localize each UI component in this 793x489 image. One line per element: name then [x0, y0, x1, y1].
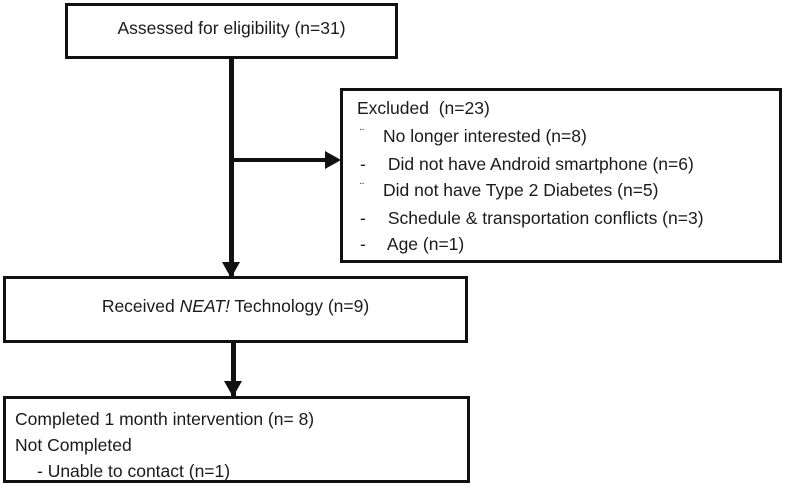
node-completed-line-1: Completed 1 month intervention (n= 8) — [15, 409, 315, 429]
arrowhead-down-icon — [224, 381, 242, 397]
list-item-label: Did not have Android smartphone (n=6) — [383, 153, 694, 174]
arrowhead-down-icon — [222, 262, 240, 278]
node-excluded-title: Excluded (n=23) — [357, 98, 490, 118]
node-received-technology: Received NEAT! Technology (n=9) — [3, 276, 468, 343]
list-item-label: Did not have Type 2 Diabetes (n=5) — [383, 179, 659, 200]
node-received-label: Received NEAT! Technology (n=9) — [6, 296, 465, 317]
node-completed-line-3: - Unable to contact (n=1) — [37, 461, 231, 481]
arrowhead-right-icon — [325, 151, 341, 169]
bullet-marker-icon: - — [360, 233, 366, 254]
node-completed-intervention: Completed 1 month intervention (n= 8) No… — [3, 396, 470, 483]
node-received-label-prefix: Received — [101, 296, 180, 316]
excluded-reasons-list: ¨ No longer interested (n=8) - Did not h… — [357, 123, 773, 257]
node-assessed-for-eligibility: Assessed for eligibility (n=31) — [65, 3, 398, 59]
bullet-marker-icon: - — [360, 153, 366, 174]
bullet-marker-icon: - — [360, 207, 366, 228]
node-excluded: Excluded (n=23) ¨ No longer interested (… — [340, 88, 782, 263]
node-assessed-label: Assessed for eligibility (n=31) — [117, 18, 346, 38]
list-item: - Schedule & transportation conflicts (n… — [357, 205, 773, 231]
bullet-marker-icon: ¨ — [360, 125, 364, 140]
edge-assessed-to-excluded — [232, 158, 332, 162]
list-item-label: Schedule & transportation conflicts (n=3… — [383, 207, 704, 228]
list-item: - Did not have Android smartphone (n=6) — [357, 151, 773, 177]
node-completed-line-2: Not Completed — [15, 435, 132, 455]
list-item: ¨ No longer interested (n=8) — [357, 123, 773, 151]
node-received-label-brand: NEAT! — [179, 296, 230, 316]
list-item: - Age (n=1) — [357, 231, 773, 257]
node-received-label-suffix: Technology (n=9) — [229, 296, 370, 316]
list-item: ¨ Did not have Type 2 Diabetes (n=5) — [357, 177, 773, 205]
list-item-label: Age (n=1) — [383, 233, 465, 254]
bullet-marker-icon: ¨ — [360, 179, 364, 194]
edge-received-to-completed — [231, 342, 236, 396]
list-item-label: No longer interested (n=8) — [383, 125, 587, 146]
edge-assessed-to-received — [229, 58, 234, 277]
